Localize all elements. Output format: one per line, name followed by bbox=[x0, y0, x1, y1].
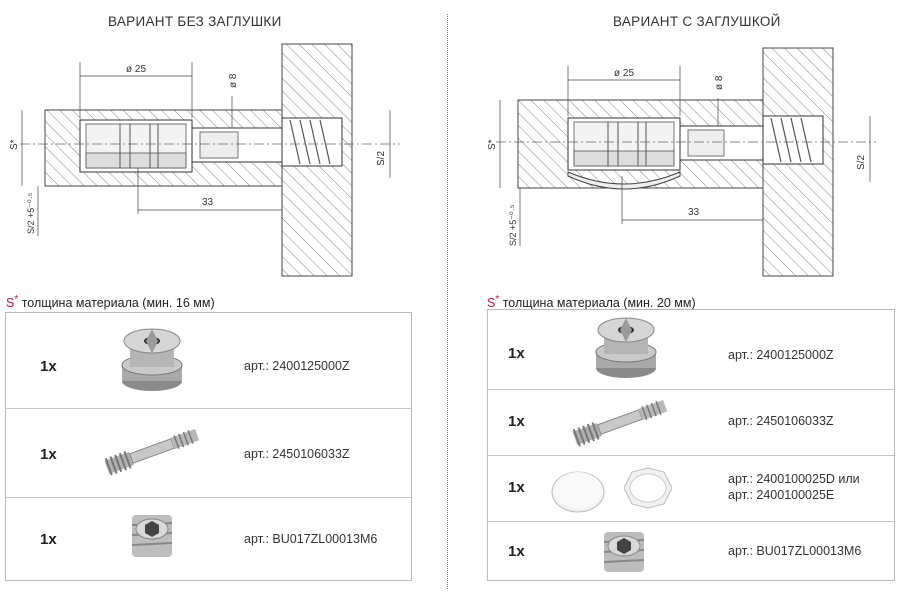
table-row: 1x арт.: 2400100025D или арт.: 240010002… bbox=[488, 455, 894, 522]
center-divider bbox=[447, 14, 448, 589]
note-text: толщина материала (мин. 16 мм) bbox=[18, 296, 215, 311]
dim-length-label: 33 bbox=[688, 207, 700, 218]
dim-half-label: S/2 bbox=[856, 155, 867, 170]
article-number: арт.: 2450106033Z bbox=[244, 447, 350, 461]
quantity-label: 1x bbox=[508, 479, 525, 496]
quantity-label: 1x bbox=[508, 413, 525, 430]
note-star: * bbox=[14, 294, 19, 305]
cover-cap bbox=[567, 171, 681, 190]
article-number-line1: арт.: 2400100025D или bbox=[728, 472, 860, 486]
dim-diameter-label: ø 25 bbox=[126, 64, 146, 75]
article-number: арт.: BU017ZL00013M6 bbox=[244, 532, 378, 546]
note-s-symbol: S bbox=[6, 296, 15, 311]
note-s-symbol: S bbox=[487, 296, 496, 311]
quantity-label: 1x bbox=[40, 358, 57, 375]
table-row: 1x арт.: 2400125000Z bbox=[6, 313, 411, 409]
dim-diameter-label: ø 25 bbox=[614, 68, 634, 79]
left-technical-drawing: ø 25 ø 8 33 S* S/2 S/2 +5⁻⁰·⁵ bbox=[9, 43, 400, 277]
quantity-label: 1x bbox=[40, 531, 57, 548]
left-material-note: S* толщина материала (мин. 16 мм) bbox=[6, 294, 215, 310]
quantity-label: 1x bbox=[508, 345, 525, 362]
article-number: арт.: 2400125000Z bbox=[728, 348, 834, 362]
right-parts-table: 1x арт.: 2400125000Z 1x арт.: 2450106033… bbox=[487, 309, 895, 581]
table-row: 1x арт.: 2450106033Z bbox=[488, 389, 894, 456]
connecting-bolt-icon bbox=[104, 428, 200, 476]
table-row: 1x арт.: BU017ZL00013M6 bbox=[6, 497, 411, 580]
article-number: арт.: 2400125000Z bbox=[244, 359, 350, 373]
dim-tol-label: S/2 +5⁻⁰·⁵ bbox=[508, 204, 518, 246]
cover-cap-icon bbox=[551, 467, 673, 513]
table-row: 1x арт.: BU017ZL00013M6 bbox=[488, 521, 894, 580]
dim-pin-label: ø 8 bbox=[714, 75, 725, 90]
dim-length-label: 33 bbox=[202, 197, 214, 208]
table-row: 1x арт.: 2450106033Z bbox=[6, 408, 411, 498]
cam-housing-icon bbox=[595, 317, 657, 378]
right-material-note: S* толщина материала (мин. 20 мм) bbox=[487, 294, 696, 310]
dim-tol-label: S/2 +5⁻⁰·⁵ bbox=[26, 192, 36, 234]
quantity-label: 1x bbox=[508, 543, 525, 560]
right-variant-title: ВАРИАНТ С ЗАГЛУШКОЙ bbox=[613, 14, 781, 29]
article-number: арт.: BU017ZL00013M6 bbox=[728, 544, 862, 558]
article-number-line2: арт.: 2400100025E bbox=[728, 488, 835, 502]
note-star: * bbox=[495, 294, 500, 305]
cam-housing-icon bbox=[121, 328, 183, 391]
table-row: 1x арт.: 2400125000Z bbox=[488, 310, 894, 390]
threaded-insert-icon bbox=[131, 515, 173, 557]
dim-half-label: S/2 bbox=[376, 151, 387, 166]
connecting-bolt-icon bbox=[572, 399, 668, 447]
left-variant-title: ВАРИАНТ БЕЗ ЗАГЛУШКИ bbox=[108, 14, 282, 29]
threaded-insert-icon bbox=[603, 532, 645, 572]
article-number: арт.: 2450106033Z bbox=[728, 414, 834, 428]
left-parts-table: 1x арт.: 2400125000Z 1x арт.: 2450106033… bbox=[5, 312, 412, 581]
dim-s-label: S* bbox=[487, 139, 498, 150]
right-technical-drawing: ø 25 ø 8 33 S* S/2 S/2 +5⁻⁰·⁵ bbox=[487, 47, 876, 277]
note-text: толщина материала (мин. 20 мм) bbox=[499, 296, 696, 311]
dim-pin-label: ø 8 bbox=[228, 73, 239, 88]
dim-s-label: S* bbox=[9, 139, 20, 150]
article-number: арт.: 2400100025D или арт.: 2400100025E bbox=[728, 471, 860, 503]
quantity-label: 1x bbox=[40, 446, 57, 463]
